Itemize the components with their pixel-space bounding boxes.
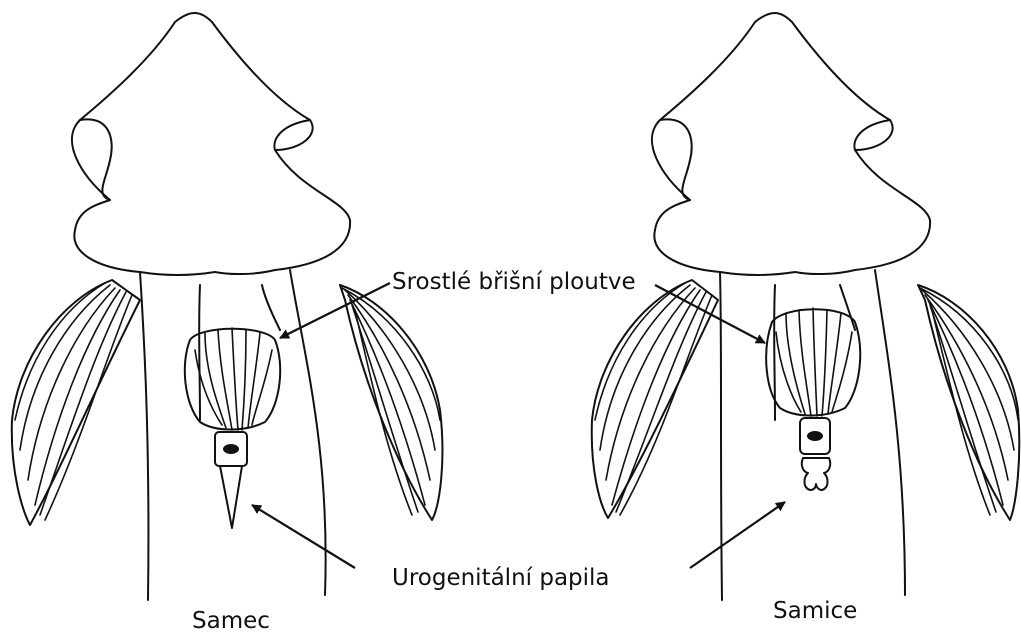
male-body-left-side <box>140 272 148 600</box>
female-fish <box>592 13 1020 600</box>
label-fused-pelvic-fins: Srostlé břišní ploutve <box>392 271 636 294</box>
female-body-outline <box>652 13 930 275</box>
arrow-to-male-papilla <box>252 505 355 568</box>
female-vent <box>807 431 823 441</box>
male-body-outline <box>72 13 350 275</box>
label-urogenital-papilla: Urogenitální papila <box>392 567 610 590</box>
label-female: Samice <box>773 600 857 623</box>
male-inner-line-right <box>262 285 280 330</box>
female-inner-line-right <box>840 285 855 330</box>
male-right-pectoral-fin <box>340 285 442 520</box>
male-inner-line-left <box>199 285 200 420</box>
female-body-right-side <box>875 270 905 595</box>
female-pelvic-fins <box>766 308 860 416</box>
female-left-pectoral-fin <box>592 280 718 518</box>
male-head-detail-right <box>274 120 310 150</box>
female-urogenital-papilla <box>802 458 830 490</box>
label-male: Samec <box>192 610 270 633</box>
female-head-detail-right <box>854 120 890 150</box>
male-fish <box>12 13 443 600</box>
male-urogenital-papilla <box>220 466 242 528</box>
male-vent <box>223 444 239 454</box>
female-right-pectoral-fin <box>918 285 1019 520</box>
male-left-pectoral-fin <box>12 280 140 525</box>
arrow-to-female-papilla <box>690 502 785 568</box>
